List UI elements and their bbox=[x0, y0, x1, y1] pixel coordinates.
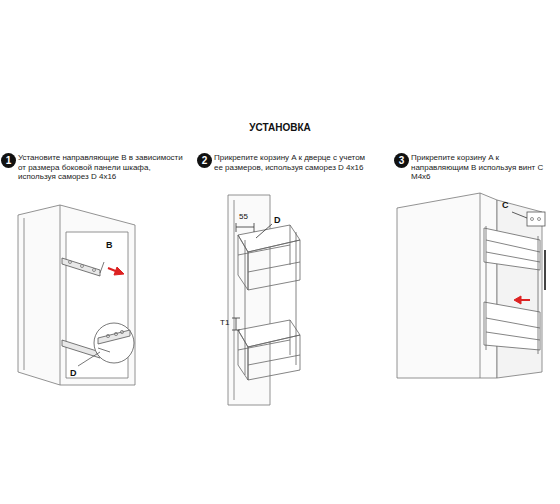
cabinet-front bbox=[397, 193, 497, 378]
basket bbox=[238, 225, 300, 380]
direction-arrow bbox=[108, 267, 530, 304]
cabinet-body bbox=[18, 205, 135, 385]
part-letter: D bbox=[274, 215, 281, 225]
step-number-text: 1 bbox=[6, 155, 12, 166]
part-letter: C bbox=[502, 200, 509, 210]
dimension: 55 bbox=[239, 212, 248, 221]
title: УСТАНОВКА bbox=[0, 122, 560, 133]
part-letter: B bbox=[106, 240, 113, 250]
step-number: 2 bbox=[197, 153, 212, 168]
step-number-text: 2 bbox=[202, 155, 208, 166]
step-number-text: 3 bbox=[399, 155, 405, 166]
door-panel bbox=[228, 195, 270, 405]
rail bbox=[62, 258, 100, 276]
dimension: T1 bbox=[220, 318, 229, 327]
step-instruction: Установите направляющие B в зависимости … bbox=[18, 153, 186, 182]
step-number: 1 bbox=[1, 153, 16, 168]
step-number: 3 bbox=[394, 153, 409, 168]
step-instruction: Прикрепите корзину A к направляющим B ис… bbox=[411, 153, 556, 182]
step-instruction: Прикрепите корзину A к дверце с учетом е… bbox=[214, 153, 374, 172]
pulled-basket bbox=[484, 226, 540, 354]
detail-circle bbox=[94, 323, 134, 363]
part-letter: D bbox=[70, 368, 77, 378]
